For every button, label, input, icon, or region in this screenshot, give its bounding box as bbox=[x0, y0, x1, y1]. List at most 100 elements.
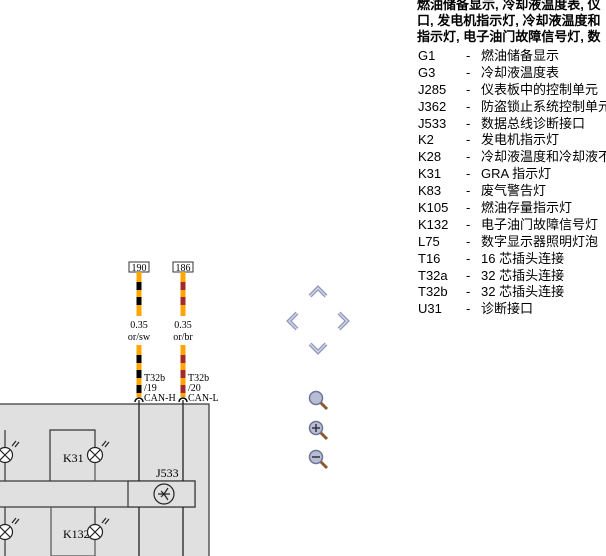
zoom-out-button[interactable] bbox=[308, 449, 330, 471]
legend-item: K83-废气警告灯 bbox=[417, 183, 606, 200]
wire-stripe bbox=[180, 355, 186, 363]
legend-code: J533 bbox=[418, 115, 447, 131]
wire-segment bbox=[180, 272, 186, 316]
zoom-in-button[interactable] bbox=[308, 420, 330, 442]
legend-separator: - bbox=[466, 166, 471, 182]
legend-title-line: 燃油储备显示, 冷却液温度表, 仪 bbox=[417, 0, 601, 12]
wire-stripe bbox=[180, 282, 186, 290]
instrument-cluster-box bbox=[0, 403, 210, 556]
legend-code: G3 bbox=[418, 64, 436, 80]
legend-description: 32 芯插头连接 bbox=[481, 284, 565, 300]
legend-item: K132-电子油门故障信号灯 bbox=[417, 217, 606, 234]
legend-description: 诊断接口 bbox=[481, 301, 534, 317]
wire-stripe bbox=[180, 385, 186, 393]
legend-code: L75 bbox=[418, 233, 440, 249]
wire-color-label: or/br bbox=[173, 332, 193, 343]
pan-right-icon bbox=[337, 311, 350, 331]
wire-segment bbox=[136, 272, 142, 316]
zoom-reset-button[interactable] bbox=[308, 390, 330, 412]
zoom-reset-icon bbox=[308, 390, 329, 411]
legend-code: J362 bbox=[418, 98, 447, 114]
connector-pin-icon bbox=[134, 397, 144, 403]
legend-item: T32a -32 芯插头连接 bbox=[417, 268, 606, 285]
zoom-out-icon bbox=[308, 449, 329, 470]
k132-label: K132 bbox=[63, 527, 90, 541]
k31-lamp-icon bbox=[86, 440, 110, 464]
legend-description: 电子油门故障信号灯 bbox=[481, 216, 599, 232]
legend-description: 仪表板中的控制单元 bbox=[481, 81, 599, 97]
legend-item: K28-冷却液温度和冷却液不足 bbox=[417, 149, 606, 166]
connector-label: T32b bbox=[188, 373, 209, 384]
wire-ref-label: 190 bbox=[132, 263, 147, 274]
pan-right-button[interactable] bbox=[336, 310, 352, 332]
legend-code: G1 bbox=[418, 48, 436, 63]
legend-code: K132 bbox=[418, 216, 449, 232]
pan-up-button[interactable] bbox=[307, 284, 329, 298]
pin-label: /20 bbox=[188, 383, 201, 394]
legend-code: K105 bbox=[418, 200, 449, 216]
zoom-in-icon bbox=[308, 420, 329, 441]
legend-description: 冷却液温度和冷却液不足 bbox=[481, 149, 606, 165]
k132-lamp-icon bbox=[86, 517, 110, 541]
wire-stripe bbox=[136, 282, 142, 290]
legend-description: 数字显示器照明灯泡 bbox=[481, 233, 599, 249]
legend-code: T16 bbox=[418, 250, 441, 266]
wire-color-label: or/sw bbox=[128, 332, 151, 343]
pan-down-button[interactable] bbox=[307, 342, 329, 356]
legend-description: 发电机指示灯 bbox=[481, 132, 560, 148]
legend-item: J285-仪表板中的控制单元 bbox=[417, 82, 606, 99]
legend-code: U31 bbox=[418, 301, 442, 317]
legend-item: J362-防盗锁止系统控制单元 bbox=[417, 99, 606, 116]
legend-separator: - bbox=[466, 284, 471, 300]
legend-code: K31 bbox=[418, 166, 442, 182]
legend-code: T32b bbox=[418, 284, 448, 300]
wire-ref-label: 186 bbox=[176, 263, 191, 274]
pin-label: /19 bbox=[144, 383, 157, 394]
legend-separator: - bbox=[466, 301, 471, 317]
wire-size-label: 0.35 bbox=[174, 320, 192, 331]
signal-label: CAN-H bbox=[144, 393, 176, 404]
legend-description: 32 芯插头连接 bbox=[481, 267, 565, 283]
legend-code: K2 bbox=[418, 132, 434, 148]
legend-item: K31 -GRA 指示灯 bbox=[417, 166, 606, 183]
legend-separator: - bbox=[466, 48, 471, 63]
legend-description: 燃油储备显示 bbox=[481, 48, 560, 63]
legend-separator: - bbox=[466, 115, 471, 131]
wiring-diagram: J533 K31 K132 1900.35or/swT32b/19CAN-H18… bbox=[0, 261, 219, 556]
legend-separator: - bbox=[466, 149, 471, 165]
legend-title-line: 指示灯, 电子油门故障信号灯, 数 bbox=[417, 29, 601, 44]
legend-separator: - bbox=[466, 233, 471, 249]
legend-code: T32a bbox=[418, 267, 448, 283]
k31-label: K31 bbox=[63, 451, 84, 465]
legend-item: U31 -诊断接口 bbox=[417, 301, 606, 318]
legend-separator: - bbox=[466, 250, 471, 266]
wire-stripe bbox=[136, 355, 142, 363]
pan-left-icon bbox=[286, 311, 299, 331]
pan-left-button[interactable] bbox=[284, 310, 300, 332]
j533-gateway-icon bbox=[153, 483, 175, 505]
legend: 燃油储备显示, 冷却液温度表, 仪 口, 发电机指示灯, 冷却液温度和 指示灯,… bbox=[417, 0, 606, 318]
lamp-icon bbox=[0, 517, 20, 541]
pan-up-icon bbox=[308, 285, 328, 298]
legend-separator: - bbox=[466, 98, 471, 114]
legend-title-line: 口, 发电机指示灯, 冷却液温度和 bbox=[417, 13, 601, 28]
wire-stripe bbox=[180, 297, 186, 305]
legend-separator: - bbox=[466, 183, 471, 199]
wire-stripe bbox=[136, 297, 142, 305]
pan-down-icon bbox=[308, 342, 328, 355]
lamp-icon bbox=[0, 440, 20, 464]
connector-pin-icon bbox=[178, 397, 188, 403]
legend-item: G1 -燃油储备显示 bbox=[417, 48, 606, 65]
legend-description: GRA 指示灯 bbox=[481, 166, 552, 182]
legend-description: 16 芯插头连接 bbox=[481, 250, 565, 266]
legend-separator: - bbox=[466, 267, 471, 283]
legend-description: 数据总线诊断接口 bbox=[481, 115, 586, 131]
legend-item: L75 -数字显示器照明灯泡 bbox=[417, 234, 606, 251]
legend-code: K83 bbox=[418, 183, 442, 199]
legend-item: T32b -32 芯插头连接 bbox=[417, 284, 606, 301]
legend-code: J285 bbox=[418, 81, 447, 97]
j533-label: J533 bbox=[156, 466, 179, 480]
